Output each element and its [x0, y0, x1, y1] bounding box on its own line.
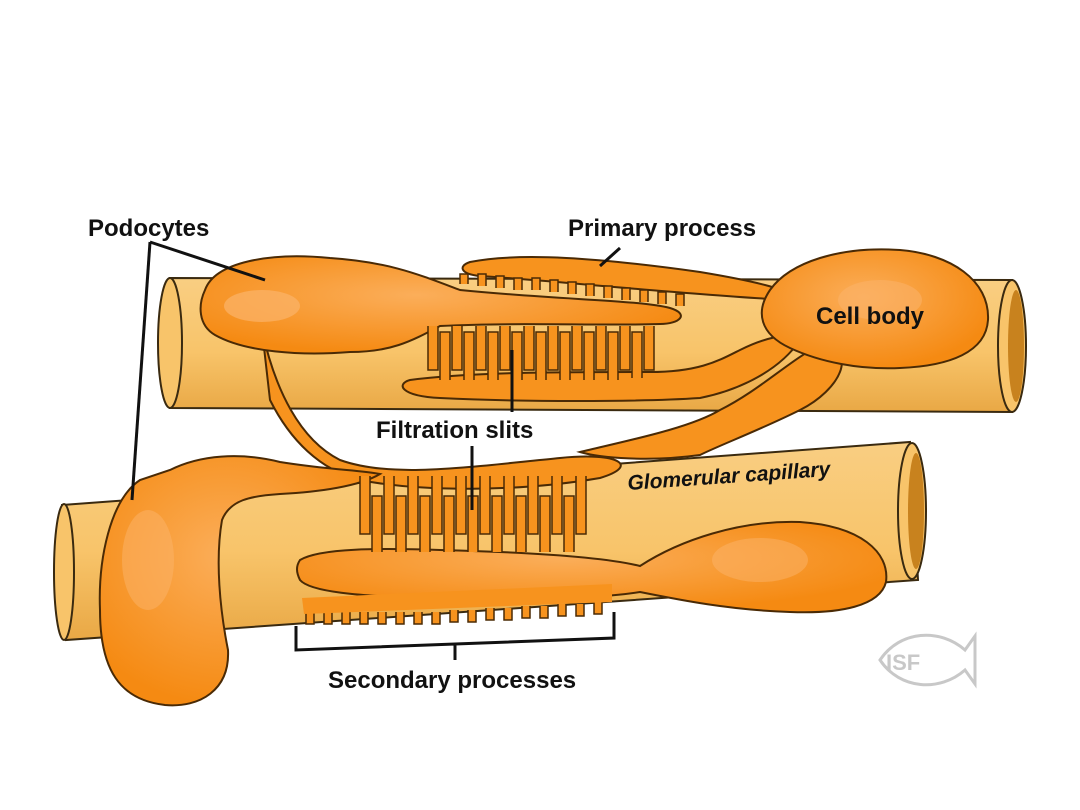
left-podocyte-lower [98, 455, 383, 707]
right-podocyte-cell-body [401, 248, 990, 460]
right-podocyte-lower [296, 520, 888, 614]
filtration-slits-label: Filtration slits [376, 417, 533, 444]
fish-logo-icon: ISF [878, 631, 977, 689]
upper-foot-processes [427, 273, 685, 380]
secondary-processes-label: Secondary processes [328, 667, 576, 694]
lower-foot-processes [302, 476, 612, 625]
leader-lines [130, 240, 622, 660]
primary-process-leader [598, 246, 622, 268]
podocytes-leader-upper [149, 240, 266, 282]
primary-process-label: Primary process [568, 215, 756, 242]
logo-text: ISF [886, 650, 920, 675]
podocytes-leader-lower [130, 241, 152, 501]
cell-body-label: Cell body [816, 303, 925, 330]
secondary-processes-bracket [294, 612, 616, 660]
podocytes-label: Podocytes [88, 215, 209, 242]
